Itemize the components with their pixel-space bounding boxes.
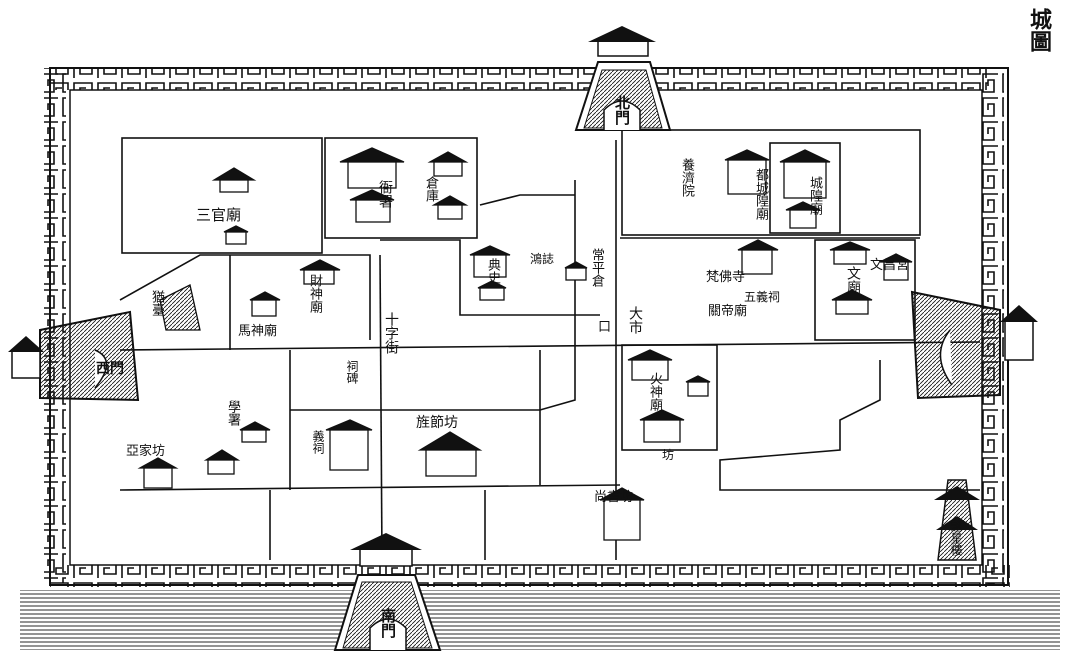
west-gate-label: 西門	[96, 361, 124, 377]
place-jingji-fang: 旌節坊	[416, 415, 458, 431]
place-cangku: 倉庫	[423, 176, 438, 202]
building-icons	[137, 147, 913, 541]
place-yamen: 衙署	[377, 180, 393, 208]
place-yajia-fang: 亞家坊	[126, 444, 166, 459]
map-title: 城圖	[1026, 8, 1052, 52]
small-market-label: 口	[598, 320, 612, 335]
north-gate-label: 北門	[613, 95, 631, 125]
place-dianshi: 典史	[485, 258, 500, 284]
north-gate	[574, 26, 672, 131]
place-wuyi: 五義祠	[744, 290, 781, 304]
place-chenghuang: 城隍廟	[807, 176, 822, 215]
place-huoshen: 火神廟	[647, 372, 662, 411]
west-gate	[8, 310, 140, 402]
place-xueshu: 學署	[225, 400, 240, 426]
place-wen-miao: 文廟	[845, 266, 861, 294]
east-gate	[910, 290, 1038, 400]
south-gate-label: 南門	[379, 608, 397, 638]
place-kuixing-lou: 魁星樓	[949, 520, 963, 556]
place-fanfu-si: 梵佛寺	[706, 270, 746, 285]
place-shangshu-fang: 尚書坊	[594, 490, 634, 505]
place-yangji: 養濟院	[679, 158, 694, 197]
place-guandi: 關帝廟	[708, 304, 748, 319]
place-fang: 坊	[662, 448, 675, 462]
big-market-label: 大市	[627, 306, 643, 334]
place-changping: 常平倉	[589, 248, 604, 287]
place-ci-bei: 祠碑	[345, 360, 359, 384]
place-yutan: 猶臺	[149, 290, 164, 316]
place-ma-miao: 馬神廟	[238, 324, 278, 339]
street-grid	[119, 129, 981, 561]
place-hongzhi: 鴻誌	[530, 252, 555, 266]
crossroad-label: 十字街	[383, 312, 399, 354]
place-caishen: 財神廟	[307, 274, 322, 313]
south-gate	[333, 533, 442, 651]
place-sanguan-temple: 三官廟	[196, 206, 242, 224]
place-yi-ci: 義祠	[311, 430, 325, 454]
moat	[20, 590, 1060, 650]
place-dutian: 都城隍廟	[753, 168, 768, 220]
place-wen-chang: 文昌宮	[870, 258, 910, 273]
pagoda	[934, 479, 980, 561]
